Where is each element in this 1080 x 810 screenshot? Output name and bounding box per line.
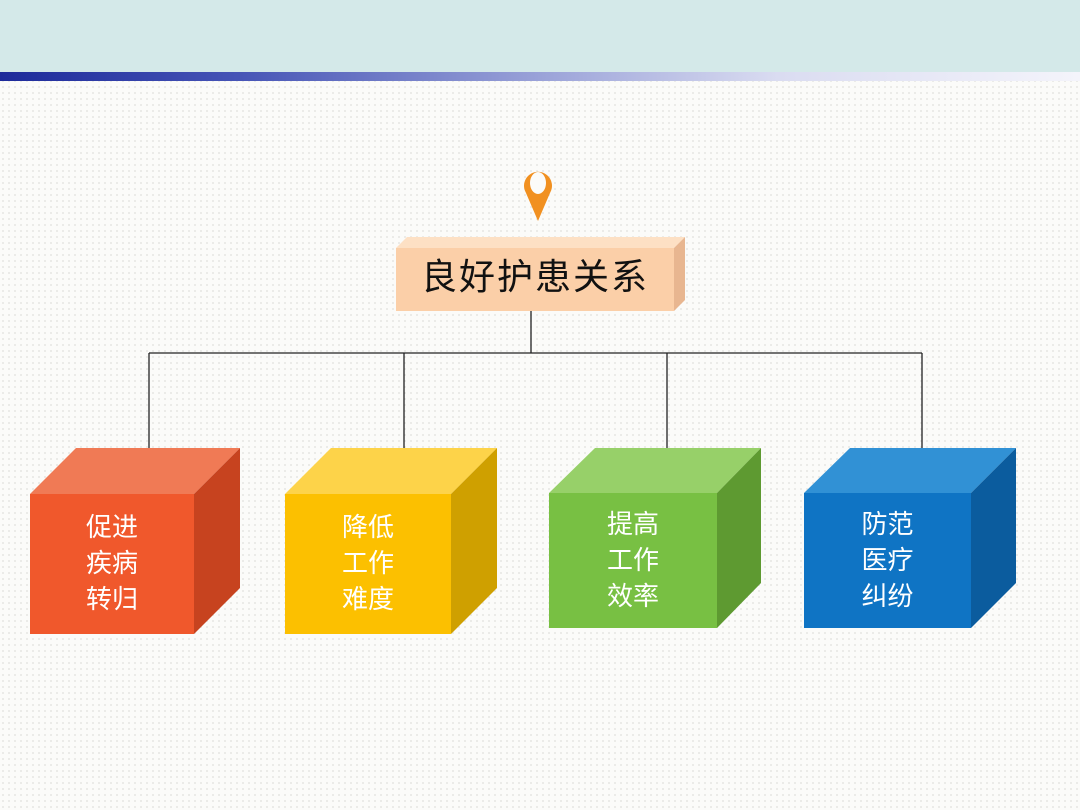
location-pin-icon bbox=[524, 171, 552, 221]
header-accent-line bbox=[0, 72, 1080, 81]
root-box-shape bbox=[396, 237, 685, 311]
branch-label-1: 促进 疾病 转归 bbox=[85, 513, 138, 615]
branch-label-3: 提高 工作 效率 bbox=[606, 509, 659, 612]
root-node: 良好护患关系 bbox=[396, 237, 666, 311]
cube-2-shape bbox=[285, 448, 497, 634]
branch-label-4: 防范 医疗 纠纷 bbox=[861, 509, 914, 612]
cube-3-shape bbox=[549, 448, 761, 628]
cube-4-shape bbox=[804, 448, 1016, 628]
cube-1-shape bbox=[30, 448, 240, 634]
header-band bbox=[0, 0, 1080, 72]
root-label: 良好护患关系 bbox=[420, 257, 649, 298]
branch-label-2: 降低 工作 难度 bbox=[341, 513, 394, 615]
